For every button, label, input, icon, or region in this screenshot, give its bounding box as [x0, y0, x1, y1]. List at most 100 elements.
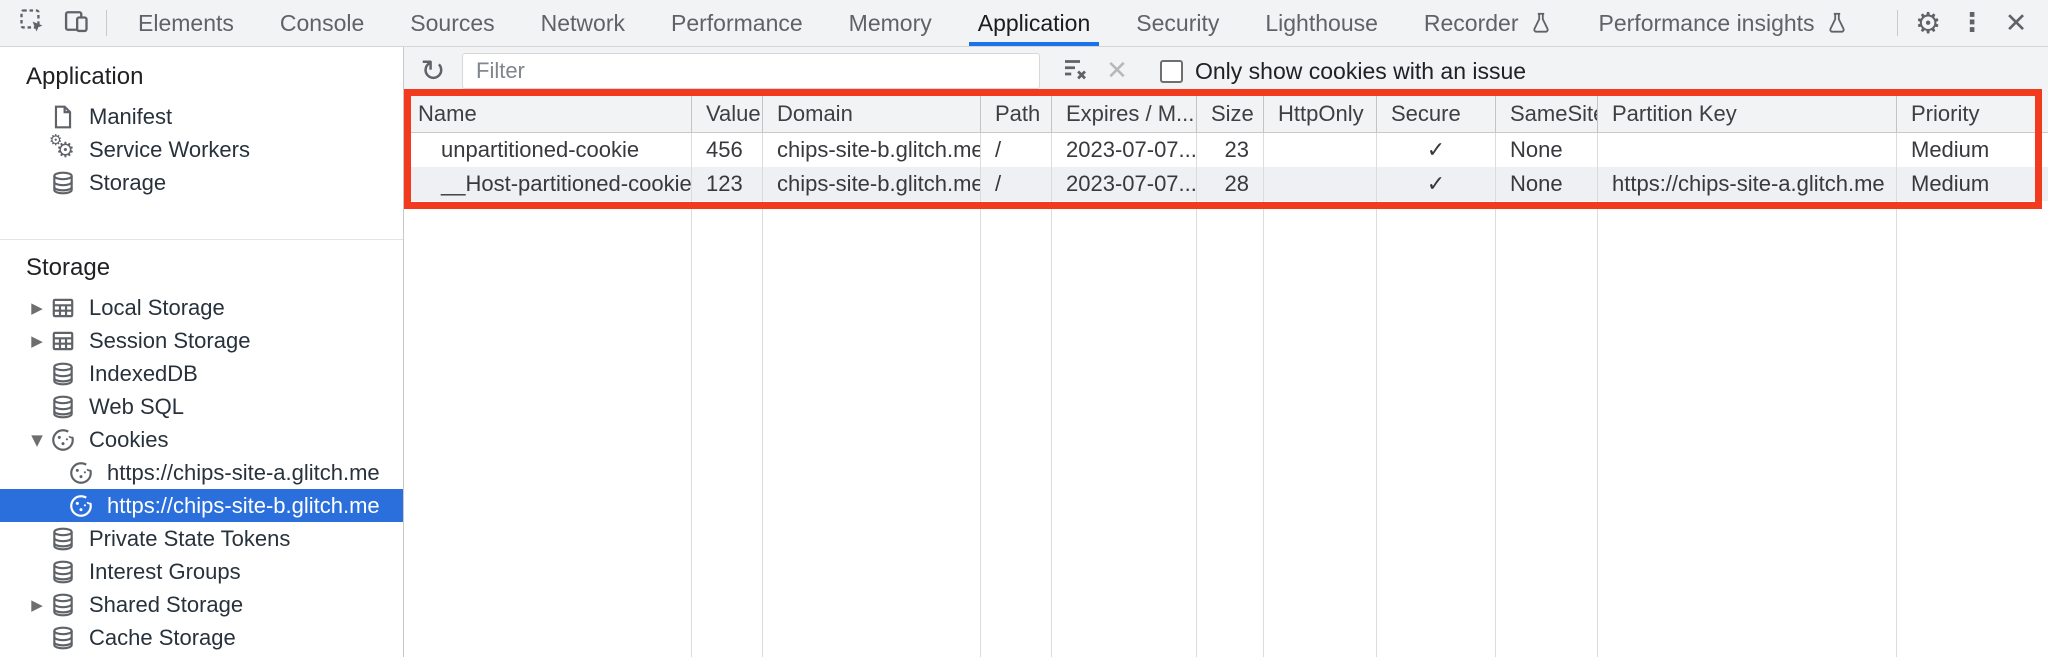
- filler-column: [763, 201, 981, 657]
- column-header-httponly[interactable]: HttpOnly: [1264, 95, 1377, 132]
- database-icon: [48, 557, 78, 587]
- column-header-priority[interactable]: Priority: [1911, 100, 1980, 126]
- cell-priority[interactable]: Medium: [1911, 171, 1990, 196]
- delete-selected-button[interactable]: ✕: [1096, 51, 1138, 91]
- tab-sources[interactable]: Sources: [387, 0, 517, 46]
- sidebar-item-private-state-tokens[interactable]: Private State Tokens: [0, 522, 403, 555]
- only-issues-checkbox[interactable]: [1160, 59, 1183, 83]
- column-header-path[interactable]: Path: [981, 95, 1052, 132]
- sidebar-item-label: Interest Groups: [89, 558, 241, 584]
- column-header-domain[interactable]: Domain: [763, 95, 981, 132]
- tab-lighthouse[interactable]: Lighthouse: [1242, 0, 1401, 46]
- sidebar-item-label: Cookies: [89, 426, 169, 452]
- tab-label: Console: [279, 9, 365, 36]
- tree-collapsed-icon[interactable]: ▶: [31, 595, 43, 614]
- close-devtools-button[interactable]: ✕: [1994, 3, 2038, 43]
- tree-collapsed-icon[interactable]: ▶: [31, 331, 43, 350]
- cell-path[interactable]: /: [981, 133, 1052, 167]
- sidebar-item-interest-groups[interactable]: Interest Groups: [0, 555, 403, 588]
- column-header-size[interactable]: Size: [1197, 95, 1264, 132]
- refresh-icon: ↻: [420, 53, 446, 89]
- cell-secure[interactable]: ✓: [1377, 133, 1496, 167]
- cell-priority[interactable]: Medium: [1911, 137, 1990, 162]
- sidebar-item-session-storage[interactable]: ▶Session Storage: [0, 324, 403, 357]
- toolbar-divider: [1897, 10, 1898, 36]
- cell-domain[interactable]: chips-site-b.glitch.me: [763, 167, 981, 201]
- cell-samesite[interactable]: None: [1496, 133, 1598, 167]
- sidebar-item-cookies[interactable]: ▼ Cookies: [0, 423, 403, 456]
- tab-label: Security: [1136, 9, 1220, 36]
- cell-value[interactable]: 123: [692, 167, 763, 201]
- database-icon: [48, 590, 78, 620]
- filter-input[interactable]: [462, 53, 1040, 89]
- sidebar-item-label: Local Storage: [89, 294, 225, 320]
- tab-recorder[interactable]: Recorder: [1401, 0, 1576, 46]
- column-header-value[interactable]: Value: [692, 95, 763, 132]
- tab-console[interactable]: Console: [257, 0, 387, 46]
- table-filler: [404, 201, 2048, 657]
- experiment-flask-icon: [1825, 11, 1849, 35]
- tab-performance[interactable]: Performance: [648, 0, 826, 46]
- cell-name[interactable]: __Host-partitioned-cookie: [404, 167, 692, 201]
- sidebar-item-service-workers[interactable]: ⚙⚙Service Workers: [0, 130, 403, 166]
- tree-collapsed-icon[interactable]: ▶: [31, 298, 43, 317]
- cell-size[interactable]: 28: [1197, 167, 1264, 201]
- sidebar-item-shared-storage[interactable]: ▶Shared Storage: [0, 588, 403, 621]
- sidebar-item-cache-storage[interactable]: Cache Storage: [0, 621, 403, 654]
- clear-filter-button[interactable]: [1054, 51, 1096, 91]
- settings-button[interactable]: ⚙: [1906, 3, 1950, 43]
- tab-label: Performance insights: [1598, 9, 1815, 36]
- tab-memory[interactable]: Memory: [826, 0, 955, 46]
- cell-domain[interactable]: chips-site-b.glitch.me: [763, 133, 981, 167]
- cell-path[interactable]: /: [981, 167, 1052, 201]
- cell-name[interactable]: unpartitioned-cookie: [404, 133, 692, 167]
- cell-expires-m[interactable]: 2023-07-07...: [1052, 133, 1197, 167]
- tree-expanded-icon[interactable]: ▼: [31, 430, 43, 449]
- tab-security[interactable]: Security: [1113, 0, 1242, 46]
- column-header-partition-key[interactable]: Partition Key: [1598, 95, 1897, 132]
- cell-secure[interactable]: ✓: [1377, 167, 1496, 201]
- database-icon: [48, 392, 78, 422]
- tab-application[interactable]: Application: [955, 0, 1114, 46]
- sidebar-item-indexeddb[interactable]: IndexedDB: [0, 357, 403, 390]
- refresh-button[interactable]: ↻: [412, 51, 454, 91]
- column-header-secure[interactable]: Secure: [1377, 95, 1496, 132]
- cell-samesite[interactable]: None: [1496, 167, 1598, 201]
- sidebar-item-https-chips-site-a-glitch-me[interactable]: https://chips-site-a.glitch.me: [0, 456, 403, 489]
- cell-value[interactable]: 456: [692, 133, 763, 167]
- tab-network[interactable]: Network: [518, 0, 648, 46]
- cookies-panel: ↻ ✕ Only show cookies with an issue Name…: [404, 47, 2048, 657]
- cell-partition-key[interactable]: https://chips-site-a.glitch.me: [1598, 167, 1897, 201]
- file-icon: [48, 102, 78, 132]
- only-issues-label[interactable]: Only show cookies with an issue: [1195, 57, 1527, 84]
- sidebar-item-local-storage[interactable]: ▶ Local Storage: [0, 291, 403, 324]
- cell-httponly[interactable]: [1264, 133, 1377, 167]
- column-header-samesite[interactable]: SameSite: [1496, 95, 1598, 132]
- cell-expires-m[interactable]: 2023-07-07...: [1052, 167, 1197, 201]
- more-options-button[interactable]: ⋮: [1950, 3, 1994, 43]
- inspect-element-button[interactable]: [10, 3, 54, 43]
- filler-column: [981, 201, 1052, 657]
- cell-httponly[interactable]: [1264, 167, 1377, 201]
- column-header-name[interactable]: Name: [404, 95, 692, 132]
- three-dot-menu-icon: ⋮: [1959, 8, 1985, 38]
- cell-size[interactable]: 23: [1197, 133, 1264, 167]
- filler-column: [404, 201, 692, 657]
- inspect-cursor-icon: [18, 7, 46, 40]
- service-workers-icon: ⚙⚙: [49, 130, 75, 162]
- sidebar-item-storage[interactable]: Storage: [0, 166, 403, 199]
- close-icon: ✕: [2004, 7, 2028, 39]
- cell-partition-key[interactable]: [1598, 133, 1897, 167]
- tab-elements[interactable]: Elements: [115, 0, 257, 46]
- sidebar-item-web-sql[interactable]: Web SQL: [0, 390, 403, 423]
- tab-performance-insights[interactable]: Performance insights: [1576, 0, 1872, 46]
- column-header-expires-m[interactable]: Expires / M...: [1052, 95, 1197, 132]
- sidebar-item-manifest[interactable]: Manifest: [0, 100, 403, 133]
- device-toolbar-button[interactable]: [54, 3, 98, 43]
- sidebar-item-https-chips-site-b-glitch-me[interactable]: https://chips-site-b.glitch.me: [0, 489, 403, 522]
